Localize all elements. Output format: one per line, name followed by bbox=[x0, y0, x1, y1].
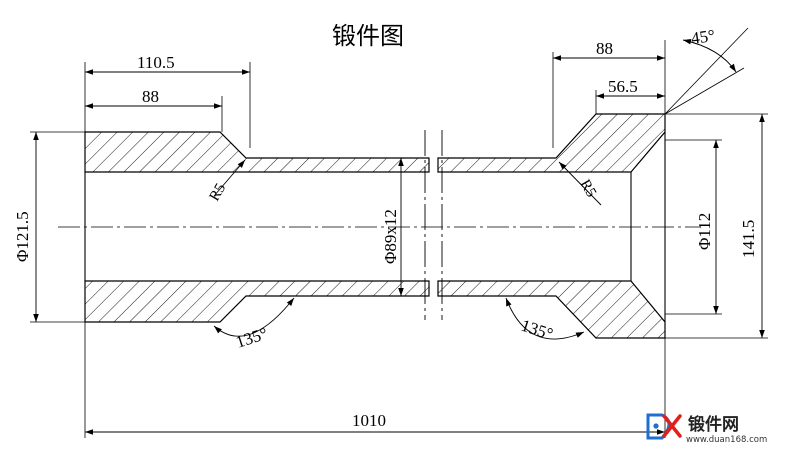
label-left-diameter: Φ121.5 bbox=[13, 211, 32, 262]
dimension-lines bbox=[33, 38, 765, 435]
label-r5-left: R5 bbox=[207, 181, 230, 204]
upper-wall-left bbox=[84, 131, 430, 173]
label-112: Φ112 bbox=[695, 213, 714, 250]
arc-45 bbox=[682, 38, 737, 73]
logo-mark-icon bbox=[646, 413, 682, 440]
arc-135-right bbox=[505, 297, 585, 340]
arc-135-left bbox=[213, 297, 295, 337]
label-135-left: 135° bbox=[233, 324, 270, 352]
break-lines bbox=[424, 130, 443, 320]
label-110-5: 110.5 bbox=[137, 53, 175, 72]
label-45: 45° bbox=[690, 26, 716, 48]
dimension-labels: 110.5 88 88 56.5 1010 45° R5 R5 Φ121.5 Φ… bbox=[13, 26, 758, 430]
lower-wall-left bbox=[84, 280, 430, 323]
label-135-right: 135° bbox=[519, 316, 556, 344]
lower-wall-right bbox=[437, 280, 666, 339]
upper-wall-right bbox=[437, 113, 666, 173]
label-88-left: 88 bbox=[142, 87, 159, 106]
label-1010: 1010 bbox=[352, 411, 386, 430]
label-56-5: 56.5 bbox=[608, 77, 638, 96]
logo-name: 锻件网 bbox=[688, 414, 739, 435]
site-logo: 锻件网 www.duan168.com bbox=[646, 413, 767, 445]
lower-wall bbox=[84, 280, 666, 339]
drawing-title: 锻件图 bbox=[332, 22, 404, 50]
extension-lines bbox=[30, 27, 768, 438]
leader-r5-right bbox=[558, 161, 602, 206]
leader-r5-left bbox=[213, 159, 246, 197]
upper-wall bbox=[84, 113, 666, 173]
logo-url: www.duan168.com bbox=[686, 435, 767, 445]
label-88-right: 88 bbox=[596, 39, 613, 58]
label-r5-right: R5 bbox=[577, 177, 600, 200]
label-bore-diameter: Φ89x12 bbox=[381, 209, 400, 264]
label-141-5: 141.5 bbox=[739, 220, 758, 258]
